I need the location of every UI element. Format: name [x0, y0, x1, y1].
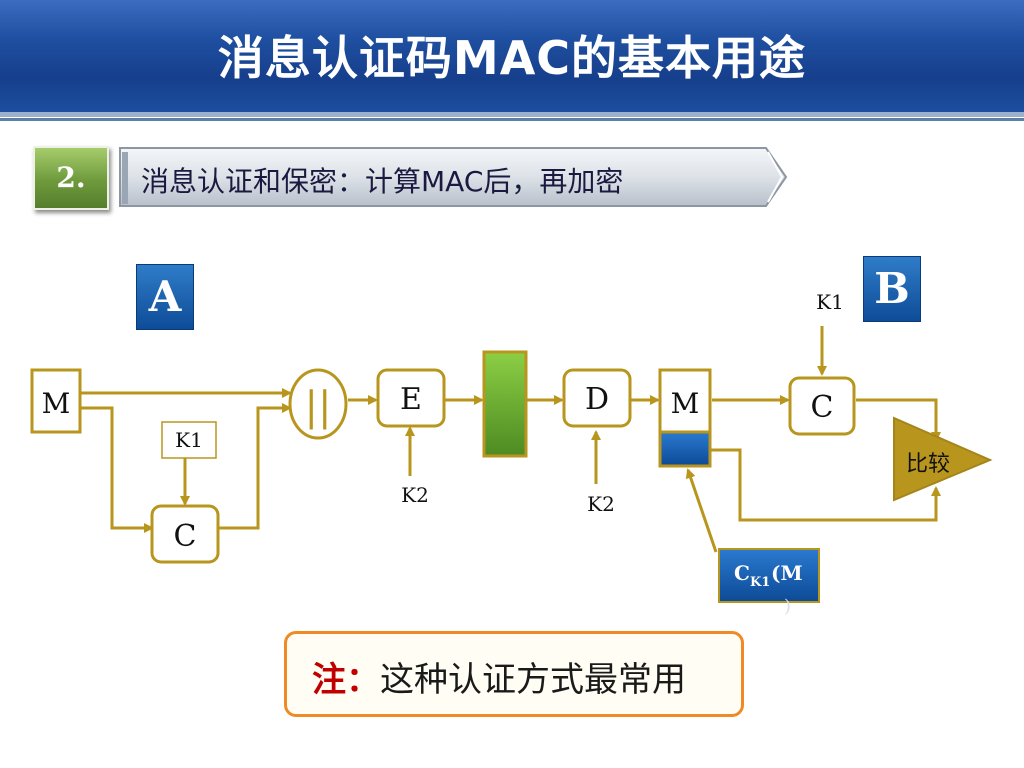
ciphertext-block — [482, 350, 528, 458]
compare-triangle — [893, 416, 993, 502]
arrow-c-to-compare — [856, 398, 941, 442]
k2-dec-label: K2 — [587, 492, 615, 516]
note-text: 注：这种认证方式最常用 — [312, 652, 686, 701]
d-label: D — [585, 382, 609, 417]
concat-label: || — [305, 384, 332, 430]
c-left-label: C — [174, 519, 197, 554]
e-box — [376, 368, 446, 428]
mac-label-sub: K1 — [750, 575, 770, 590]
mac-label-paren: ) — [784, 596, 791, 617]
note-body: 这种认证方式最常用 — [380, 660, 686, 700]
header-divider-2 — [0, 118, 1024, 121]
k2-enc-label: K2 — [401, 483, 429, 507]
arrow-c-to-concat — [218, 403, 292, 530]
compare-label: 比较 — [906, 452, 950, 477]
header-divider — [0, 112, 1024, 117]
k1-right-label: K1 — [816, 290, 844, 314]
mac-label-m: (M — [771, 561, 803, 585]
k1-left-box — [161, 421, 217, 459]
c-right-label: C — [811, 390, 834, 425]
m-left-label: M — [42, 387, 71, 420]
c-left-box — [150, 504, 220, 564]
note-prefix: 注： — [312, 660, 380, 700]
badge-b: B — [863, 256, 921, 322]
arrow-mac-to-compare — [710, 448, 941, 522]
e-label: E — [400, 382, 422, 417]
arrow-m-to-c — [80, 406, 154, 533]
arrow-label-to-mac — [685, 468, 718, 553]
subtitle-banner — [119, 147, 788, 207]
c-right-box — [788, 376, 856, 436]
header-banner — [0, 0, 1024, 112]
d-box — [562, 368, 632, 428]
mac-label-c: C — [734, 561, 750, 585]
section-number-badge: 2. — [33, 146, 109, 210]
page-title: 消息认证码MAC的基本用途 — [217, 31, 807, 85]
mac-block — [658, 430, 712, 468]
m-right-box — [658, 368, 712, 434]
m-right-label: M — [671, 387, 700, 420]
badge-a: A — [136, 264, 194, 330]
k1-left-label: K1 — [175, 428, 203, 452]
m-left-box — [30, 368, 82, 434]
section-subtitle: 消息认证和保密：计算MAC后，再加密 — [141, 165, 624, 198]
mac-label-box — [718, 548, 820, 603]
note-box — [284, 631, 744, 717]
concat-node — [288, 368, 348, 440]
